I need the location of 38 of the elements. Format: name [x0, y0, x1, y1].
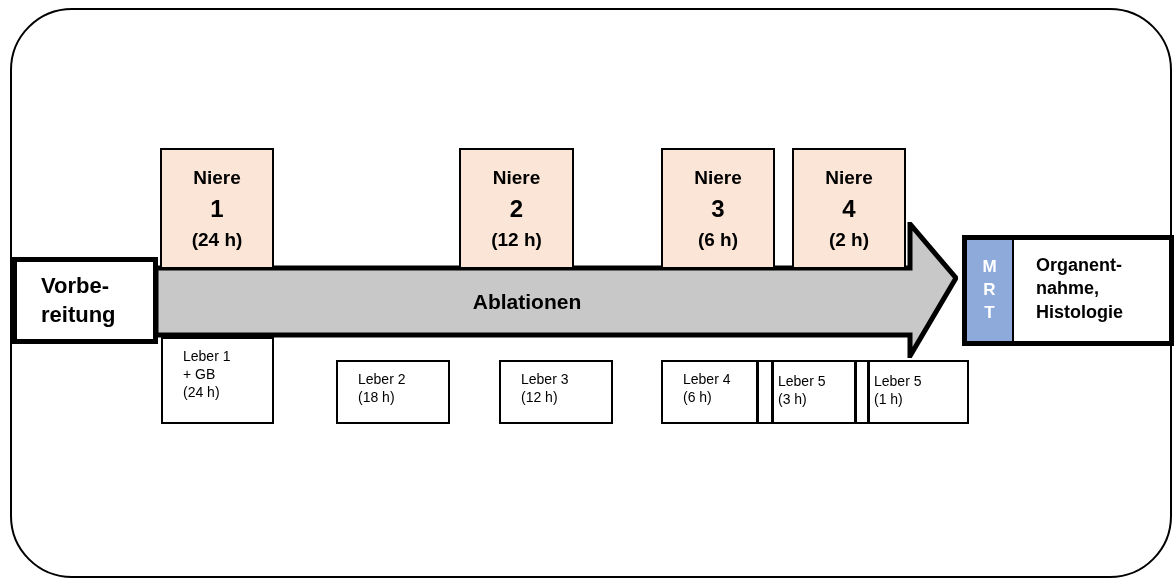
step-number: 2: [508, 193, 525, 224]
process-box: [661, 148, 775, 269]
step-label: Leber 5 (1 h): [874, 372, 923, 409]
duration-label: (12 h): [490, 228, 543, 253]
process-box: [160, 148, 274, 269]
step-number: 1: [209, 193, 225, 224]
organ-label: Niere: [824, 166, 874, 190]
step-label: Leber 2 (18 h): [358, 370, 407, 407]
step-number: 4: [841, 193, 857, 224]
process-box: [962, 235, 1017, 346]
process-box: [792, 148, 906, 269]
step-label: MRT: [981, 256, 998, 324]
process-box: [336, 360, 450, 424]
process-box: [1014, 235, 1174, 346]
process-box: [12, 257, 158, 344]
process-box: [772, 360, 856, 424]
duration-label: (24 h): [190, 228, 244, 253]
step-label: Leber 1 + GB (24 h): [183, 347, 232, 402]
duration-label: (6 h): [696, 228, 740, 253]
step-label: Vorbe- reitung: [41, 271, 117, 329]
process-box: [161, 337, 274, 424]
organ-label: Niere: [693, 166, 743, 190]
empty-box: [757, 360, 773, 424]
process-box: [661, 360, 758, 424]
frame-box: [10, 8, 1172, 578]
process-box: [459, 148, 574, 269]
process-box: [868, 360, 969, 424]
organ-label: Niere: [192, 166, 242, 190]
empty-box: [855, 360, 869, 424]
step-label: Leber 3 (12 h): [521, 370, 570, 407]
step-label: Leber 4 (6 h): [683, 370, 732, 407]
step-label: Organent- nahme, Histologie: [1036, 254, 1124, 324]
process-box: [499, 360, 613, 424]
step-number: 3: [710, 193, 726, 224]
organ-label: Niere: [491, 166, 542, 190]
step-label: Leber 5 (3 h): [778, 372, 827, 409]
duration-label: (2 h): [827, 228, 871, 253]
arrow-label: Ablationen: [472, 290, 582, 314]
